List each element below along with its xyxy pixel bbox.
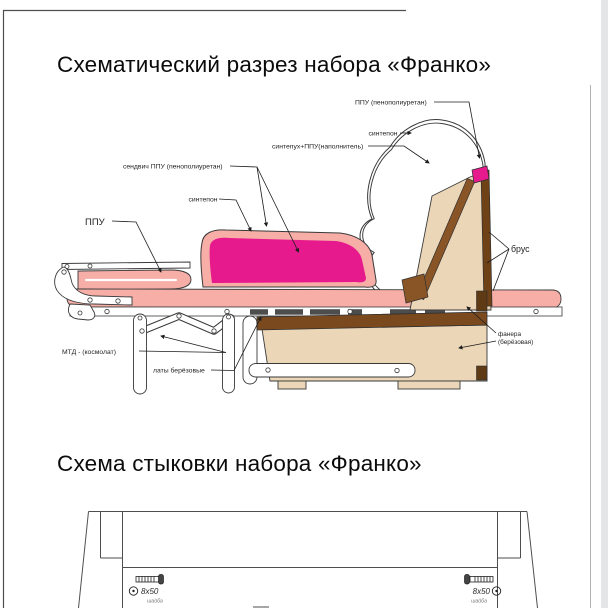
backrest-frame: [401, 165, 493, 312]
box-foot: [277, 380, 307, 390]
section1-title: Схематический разрез набора «Франко»: [57, 52, 492, 77]
box-corner-block: [476, 365, 488, 381]
label-sintepon-back: синтепон: [369, 131, 398, 138]
metal-leg: [133, 313, 147, 395]
fold-panel: [61, 261, 191, 270]
washer-left-icon: [128, 586, 139, 596]
page-edge-strip: [601, 0, 608, 608]
sofa-cross-section-diagram: ППУ (пенополиуретан) синтепон синтепух+П…: [54, 100, 563, 395]
backrest-bar-bottom: [401, 273, 429, 304]
screw-right-note: шайба: [471, 598, 487, 605]
screw-left-size: 8x50: [141, 587, 159, 596]
bed-rail: [248, 363, 416, 378]
birch-slats: [250, 309, 445, 315]
screw-right-icon: [464, 574, 494, 585]
label-brus: брус: [511, 244, 530, 254]
label-fanera-line1: фанера: [498, 331, 521, 338]
metal-legs-mechanism: [133, 312, 258, 395]
leader-lines: [111, 101, 510, 371]
label-laty: латы берёзовые: [153, 367, 205, 375]
screw-left-icon: [135, 574, 164, 585]
section2-title: Схема стыковки набора «Франко»: [57, 451, 422, 476]
label-mtd: МТД - (космолат): [62, 349, 116, 356]
backrest-top-foam: [471, 165, 490, 184]
label-ppu-seat: ППУ: [85, 217, 106, 228]
base-box: [248, 311, 488, 390]
backrest-base-block: [476, 290, 488, 312]
left-hinge-bracket: [54, 266, 133, 321]
label-sintepon-seat: синтепон: [189, 197, 218, 204]
scheme-outline: [78, 511, 538, 608]
metal-leg: [222, 313, 235, 394]
cushion-foam-core: [209, 237, 366, 283]
box-foot: [397, 380, 461, 390]
label-sandwich-ppu: сендвич ППУ (пенополиуретан): [123, 164, 223, 171]
label-ppu-top: ППУ (пенополиуретан): [355, 100, 427, 107]
label-sintepuh-ppu: синтепух+ППУ(наполнитель): [272, 144, 363, 151]
seat-cushion: [200, 229, 377, 288]
joining-scheme-diagram: 8x50 шайба 8x50 шайба: [78, 511, 538, 608]
folded-mattress: [77, 269, 192, 291]
washer-right-icon: [491, 586, 502, 596]
label-fanera-line2: (берёзовая): [498, 338, 533, 346]
screw-right-size: 8x50: [473, 587, 491, 596]
screw-left-note: шайба: [147, 598, 163, 605]
